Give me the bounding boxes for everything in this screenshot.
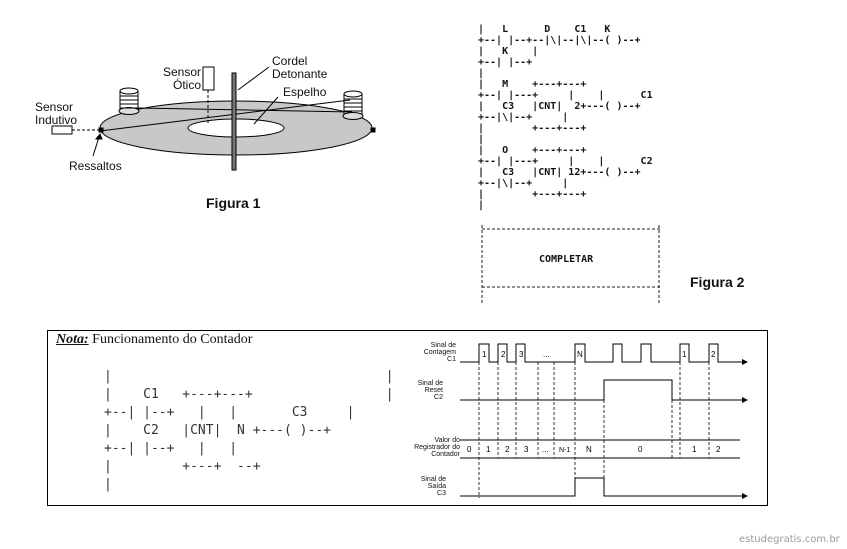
figure1-caption: Figura 1: [206, 195, 261, 211]
reg-value: ...: [542, 445, 549, 454]
nota-ladder: | | | C1 +---+---+ | +--| |--+ | | C3 | …: [104, 369, 394, 492]
reg-value: N-1: [559, 447, 570, 454]
pulse-label: 1: [482, 350, 487, 359]
figure1-drawing: [51, 66, 376, 171]
label-espelho: Espelho: [283, 85, 327, 99]
pulse-label: 1: [682, 350, 687, 359]
reg-value: 1: [486, 445, 491, 454]
signal-c1-label: Sinal de Contagem C1: [423, 342, 456, 363]
reg-value: N: [586, 445, 592, 454]
nota-title: Nota: Funcionamento do Contador: [56, 332, 252, 348]
nota-title-bold: Nota:: [56, 332, 89, 347]
watermark: estudegratis.com.br: [739, 534, 840, 545]
signal-c3-label: Sinal de Saída C3: [420, 476, 446, 497]
pulse-label: 2: [501, 350, 506, 359]
c1-pulse-labels: 1 2 3 ... N 1 2: [482, 350, 716, 359]
label-sensor-otico: Sensor Ótico: [163, 65, 202, 92]
pulse-label: 2: [711, 350, 716, 359]
signal-c2-label: Sinal de Reset C2: [417, 380, 443, 401]
figure2-frame: [481, 225, 660, 303]
reg-value: 3: [524, 445, 529, 454]
register-values: 0 1 2 3 ... N-1 N 0 1 2: [467, 445, 721, 454]
signal-register-label: Valor do Registrador do Contador: [414, 437, 460, 458]
figure2-caption: Figura 2: [690, 274, 745, 290]
reg-value: 2: [505, 445, 510, 454]
completar-label: COMPLETAR: [539, 254, 594, 265]
c1-waveform: [460, 343, 748, 365]
pulse-label: ...: [543, 350, 550, 359]
reg-value: 0: [638, 445, 643, 454]
reg-value: 1: [692, 445, 697, 454]
timing-diagram: 1 2 3 ... N 1 2 0 1 2 3 ... N-1 N 0 1 2: [460, 343, 748, 499]
reg-value: 2: [716, 445, 721, 454]
nota-box: [47, 330, 768, 506]
c3-waveform: [460, 477, 748, 499]
pulse-label: N: [577, 350, 583, 359]
c2-waveform: [460, 379, 748, 403]
nota-title-rest: Funcionamento do Contador: [88, 332, 253, 347]
label-cordel-detonante: Cordel Detonante: [272, 54, 328, 81]
label-sensor-indutivo: Sensor Indutivo: [35, 100, 78, 127]
reg-value: 0: [467, 445, 472, 454]
pulse-label: 3: [519, 350, 524, 359]
label-ressaltos: Ressaltos: [69, 159, 122, 173]
figure2-ladder: | L D C1 K +--| |--+--|\|--|\|--( )--+ |…: [478, 24, 653, 211]
